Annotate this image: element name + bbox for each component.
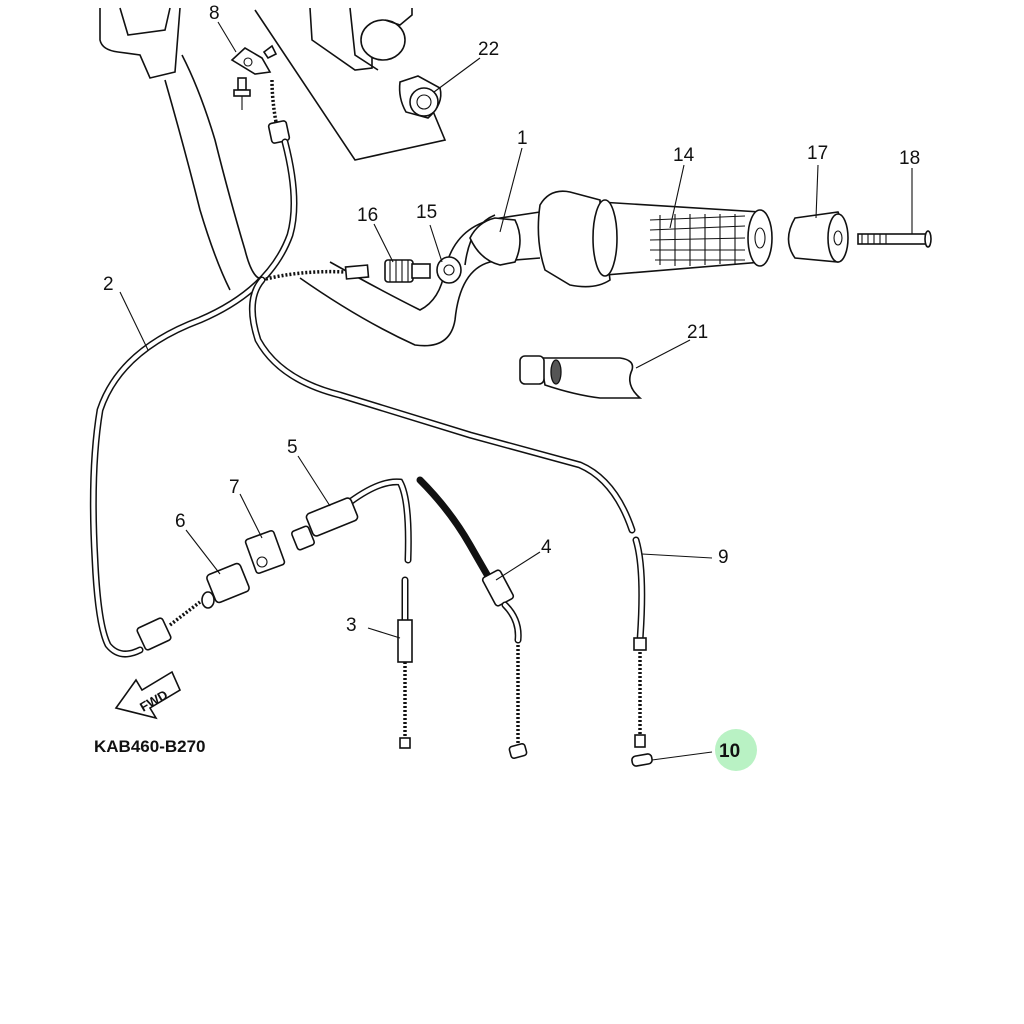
cable-part-9: [248, 276, 647, 748]
callout-4: 4: [541, 537, 552, 558]
callout-7: 7: [229, 477, 240, 498]
callout-6: 6: [175, 511, 186, 532]
callout-22: 22: [478, 39, 499, 60]
fwd-arrow: FWD: [114, 670, 182, 720]
nut-part-6: [201, 562, 250, 609]
cover-part-21: [519, 355, 643, 399]
callout-highlight: [715, 729, 757, 771]
bar-end-part-17: [787, 211, 849, 263]
nut-part-15: [436, 256, 462, 284]
leader-lines: [119, 21, 913, 761]
cable-part-2: [89, 79, 298, 658]
callout-1: 1: [517, 128, 528, 149]
cable-part-3: [346, 478, 413, 749]
callout-18: 18: [899, 148, 920, 169]
callout-labels: 8 22 1 14 17 18 16 15 2 21 5 7 6 4 9 3 1…: [103, 3, 920, 762]
fitting-part-10: [631, 753, 653, 767]
callout-5: 5: [287, 437, 298, 458]
callout-17: 17: [807, 143, 828, 164]
callout-21: 21: [687, 322, 708, 343]
cable-part-4: [416, 476, 528, 759]
callout-10: 10: [719, 741, 740, 762]
throttle-grip-assembly: [537, 190, 773, 288]
callout-16: 16: [357, 205, 378, 226]
callout-2: 2: [103, 274, 114, 295]
grip-texture: [649, 214, 746, 266]
adjuster-part-16: [261, 259, 431, 283]
sleeve-part-5: [305, 497, 359, 537]
diagram-caption: KAB460-B270: [94, 737, 206, 756]
block-part-7: [244, 525, 315, 574]
handlebar-part-1: [299, 211, 541, 347]
callout-8: 8: [209, 3, 220, 24]
callout-3: 3: [346, 615, 357, 636]
callout-9: 9: [718, 547, 729, 568]
collar-part-22: [398, 75, 442, 119]
callout-14: 14: [673, 145, 695, 166]
switch-housing-drawing: [99, 7, 271, 291]
bolt-part-18: [857, 230, 932, 248]
callout-15: 15: [416, 202, 437, 223]
bracket-part-8: [230, 44, 278, 110]
